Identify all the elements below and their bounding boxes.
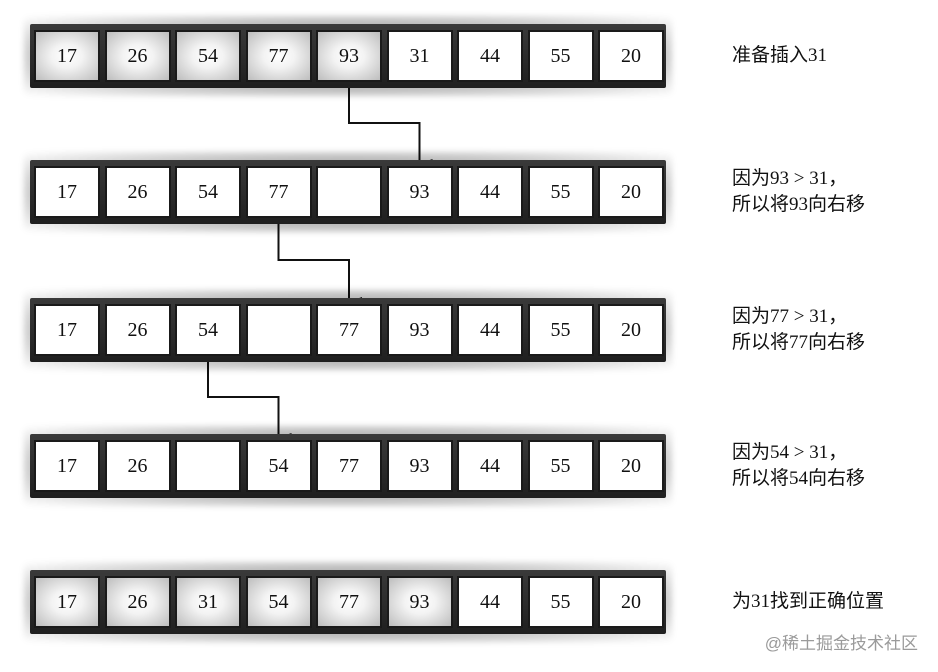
step-caption-3: 因为77 > 31， 所以将77向右移 <box>732 304 865 356</box>
array-cell: 44 <box>457 30 523 82</box>
array-cell: 93 <box>386 440 453 492</box>
array-cell: 17 <box>34 166 100 218</box>
array-cell: 26 <box>104 440 171 492</box>
array-cell: 55 <box>527 30 594 82</box>
array-cell: 54 <box>175 30 241 82</box>
array-cell: 44 <box>457 304 523 356</box>
array-cell: 20 <box>598 166 664 218</box>
array-cell: 26 <box>104 166 171 218</box>
step-caption-4: 因为54 > 31， 所以将54向右移 <box>732 440 865 492</box>
caption-line: 所以将77向右移 <box>732 332 866 353</box>
caption-line: 为31找到正确位置 <box>732 591 885 612</box>
array-cell: 31 <box>175 576 241 628</box>
watermark-text: @稀土掘金技术社区 <box>764 634 918 653</box>
array-cell: 77 <box>245 30 312 82</box>
array-cell-empty <box>175 440 241 492</box>
array-cell: 17 <box>34 304 100 356</box>
array-cell: 93 <box>386 304 453 356</box>
step-caption-5: 为31找到正确位置 <box>732 589 884 615</box>
array-cell: 20 <box>598 576 664 628</box>
caption-line: 因为93 > 31， <box>732 168 848 189</box>
array-cell: 55 <box>527 166 594 218</box>
array-cell: 26 <box>104 30 171 82</box>
caption-line: 因为54 > 31， <box>732 442 848 463</box>
array-cell: 55 <box>527 440 594 492</box>
array-cell: 77 <box>245 166 312 218</box>
array-cell: 17 <box>34 440 100 492</box>
array-cell: 20 <box>598 30 664 82</box>
array-cell: 54 <box>175 304 241 356</box>
step-caption-1: 准备插入31 <box>732 43 827 69</box>
array-cell: 93 <box>386 166 453 218</box>
array-cell: 55 <box>527 304 594 356</box>
array-cell: 54 <box>175 166 241 218</box>
array-cell-empty <box>245 304 312 356</box>
array-cell: 77 <box>316 576 382 628</box>
array-cell: 44 <box>457 166 523 218</box>
caption-line: 所以将54向右移 <box>732 468 866 489</box>
array-cell: 54 <box>245 576 312 628</box>
array-cell: 26 <box>104 576 171 628</box>
step-caption-2: 因为93 > 31， 所以将93向右移 <box>732 166 865 218</box>
array-cell: 17 <box>34 576 100 628</box>
array-cell-empty <box>316 166 382 218</box>
array-cell: 26 <box>104 304 171 356</box>
caption-line: 准备插入31 <box>732 45 828 66</box>
array-cell: 20 <box>598 440 664 492</box>
array-cell: 55 <box>527 576 594 628</box>
array-cell: 54 <box>245 440 312 492</box>
array-cell: 17 <box>34 30 100 82</box>
array-cell: 93 <box>316 30 382 82</box>
array-cell: 20 <box>598 304 664 356</box>
array-cell: 31 <box>386 30 453 82</box>
array-cell: 93 <box>386 576 453 628</box>
array-cell: 44 <box>457 440 523 492</box>
array-cell: 77 <box>316 440 382 492</box>
array-cell: 44 <box>457 576 523 628</box>
caption-line: 所以将93向右移 <box>732 194 866 215</box>
array-cell: 77 <box>316 304 382 356</box>
caption-line: 因为77 > 31， <box>732 306 848 327</box>
